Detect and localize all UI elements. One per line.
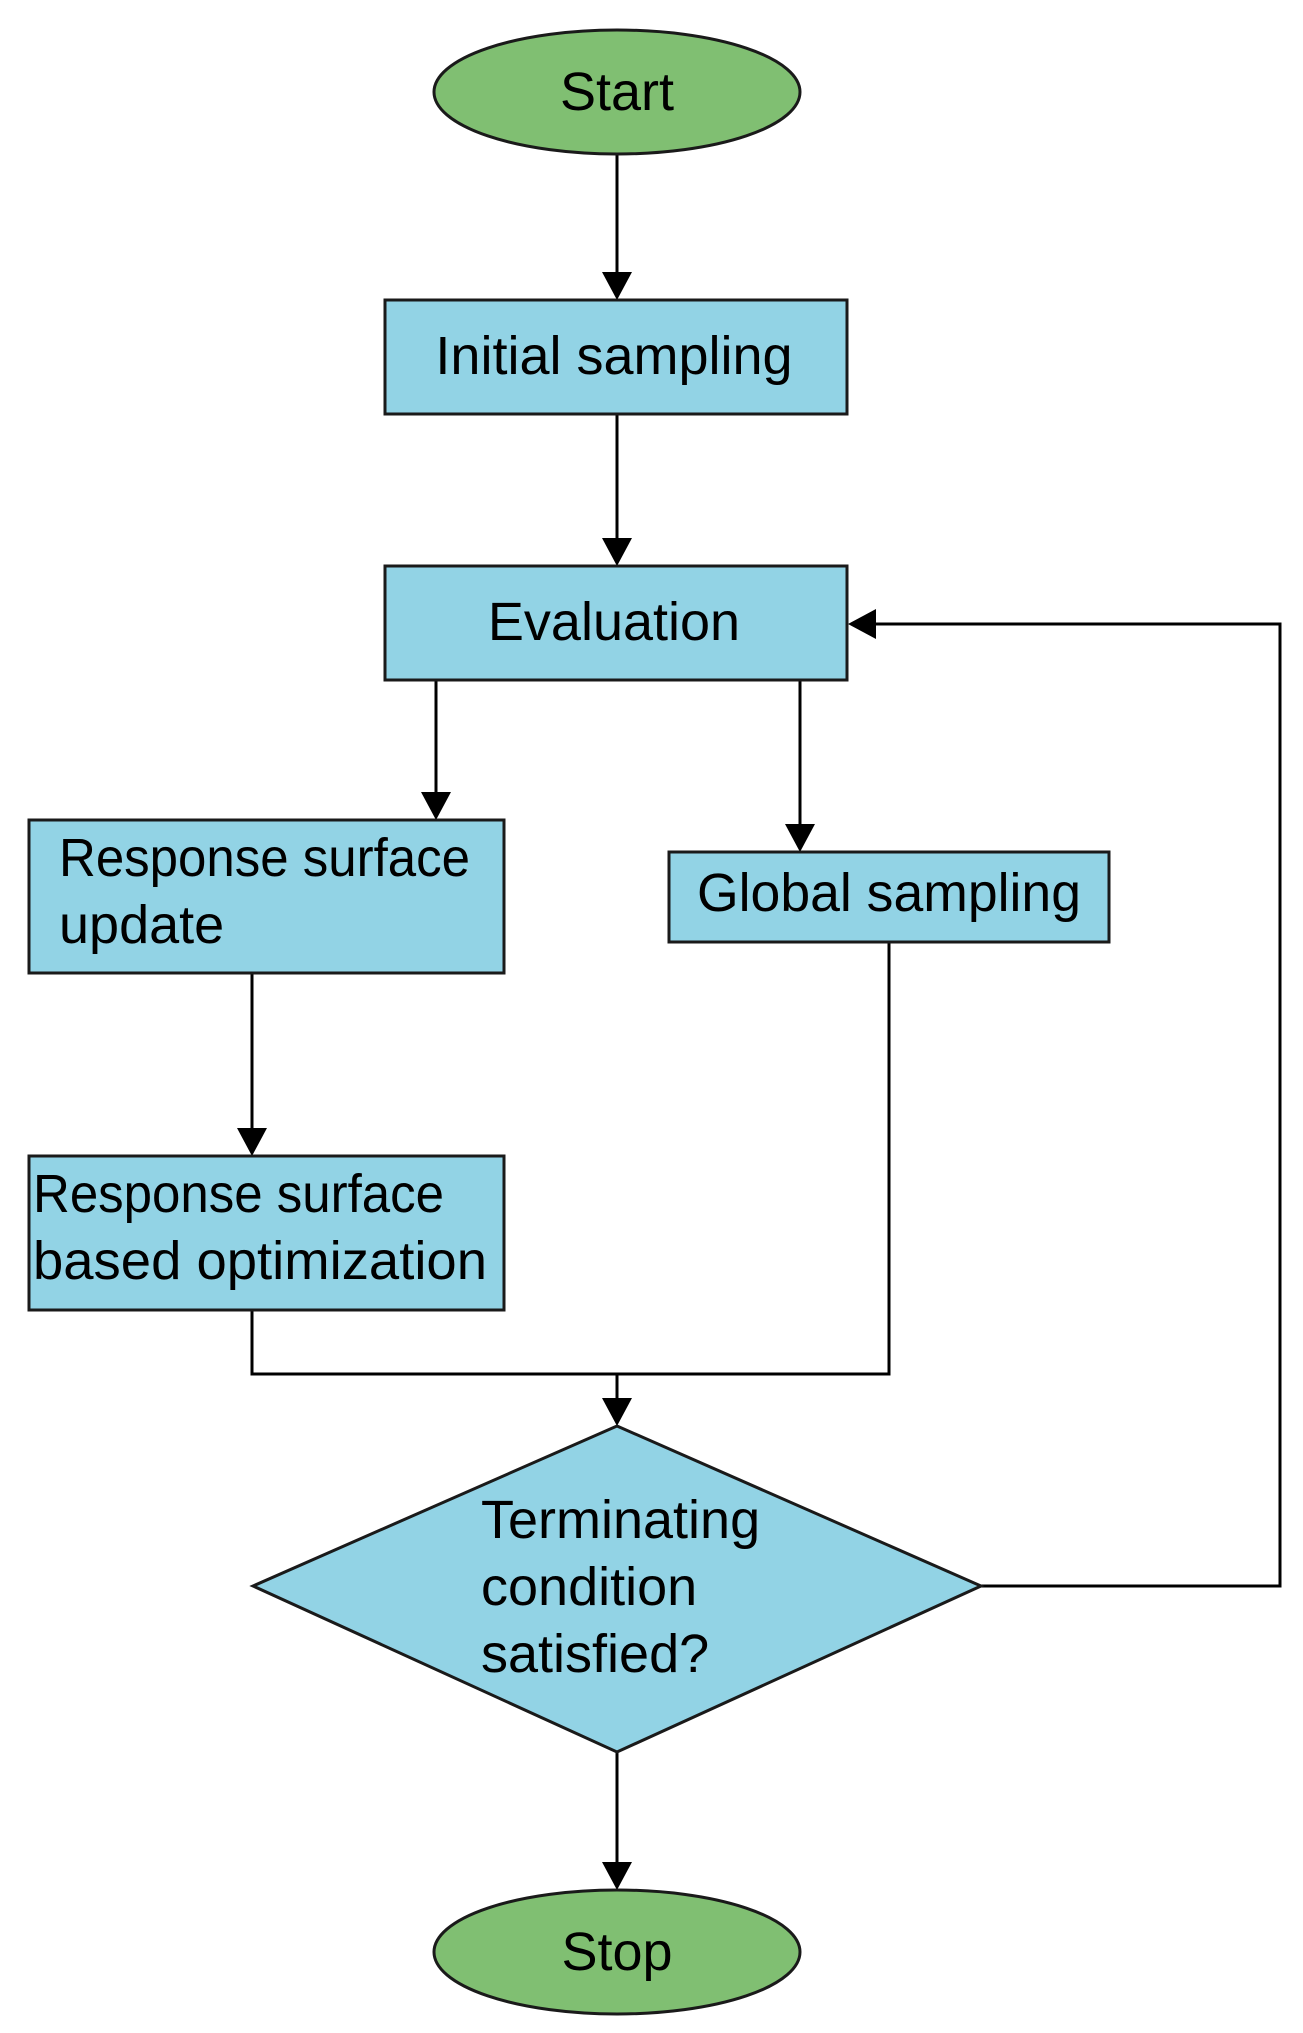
response-surface-update-line2: update — [59, 895, 224, 955]
arrowhead-icon — [602, 538, 632, 566]
response-surface-optimization-box — [27, 1154, 506, 1312]
arrowhead-icon — [421, 792, 451, 820]
arrowhead-icon — [602, 1862, 632, 1890]
response-surface-optimization-node: Response surface based optimization — [27, 1154, 506, 1312]
global-sampling-node: Global sampling — [667, 850, 1111, 944]
response-surface-optimization-line2: based optimization — [33, 1231, 487, 1291]
initial-sampling-node: Initial sampling — [383, 298, 849, 416]
edge-decision-loop-to-evaluation — [876, 622, 1282, 1588]
start-node: Start — [432, 28, 802, 156]
global-sampling-label: Global sampling — [697, 863, 1081, 923]
global-sampling-box — [667, 850, 1111, 944]
connectors — [237, 155, 1282, 1890]
arrowhead-icon — [602, 1398, 632, 1426]
terminating-condition-node: Terminating condition satisfied? — [249, 1424, 985, 1754]
edge-optimization-to-merge — [250, 942, 891, 1376]
terminating-condition-line2: condition — [481, 1557, 697, 1617]
terminating-condition-line3: satisfied? — [481, 1624, 709, 1684]
evaluation-box — [383, 564, 849, 682]
start-label: Start — [560, 62, 674, 122]
response-surface-update-line1: Response surface — [59, 828, 470, 888]
arrowhead-icon — [848, 609, 876, 639]
stop-label: Stop — [561, 1922, 672, 1982]
stop-node: Stop — [432, 1888, 802, 2016]
arrowhead-icon — [785, 824, 815, 852]
start-ellipse — [432, 28, 802, 156]
evaluation-node: Evaluation — [383, 564, 849, 682]
response-surface-update-node: Response surface update — [27, 818, 506, 975]
stop-ellipse — [432, 1888, 802, 2016]
response-surface-update-box — [27, 818, 506, 975]
initial-sampling-box — [383, 298, 849, 416]
evaluation-label: Evaluation — [488, 592, 740, 652]
arrowhead-icon — [237, 1128, 267, 1156]
arrowhead-icon — [602, 272, 632, 300]
initial-sampling-label: Initial sampling — [435, 326, 792, 386]
response-surface-optimization-line1: Response surface — [33, 1164, 444, 1224]
terminating-condition-line1: Terminating — [481, 1490, 760, 1550]
terminating-condition-diamond — [249, 1424, 985, 1754]
